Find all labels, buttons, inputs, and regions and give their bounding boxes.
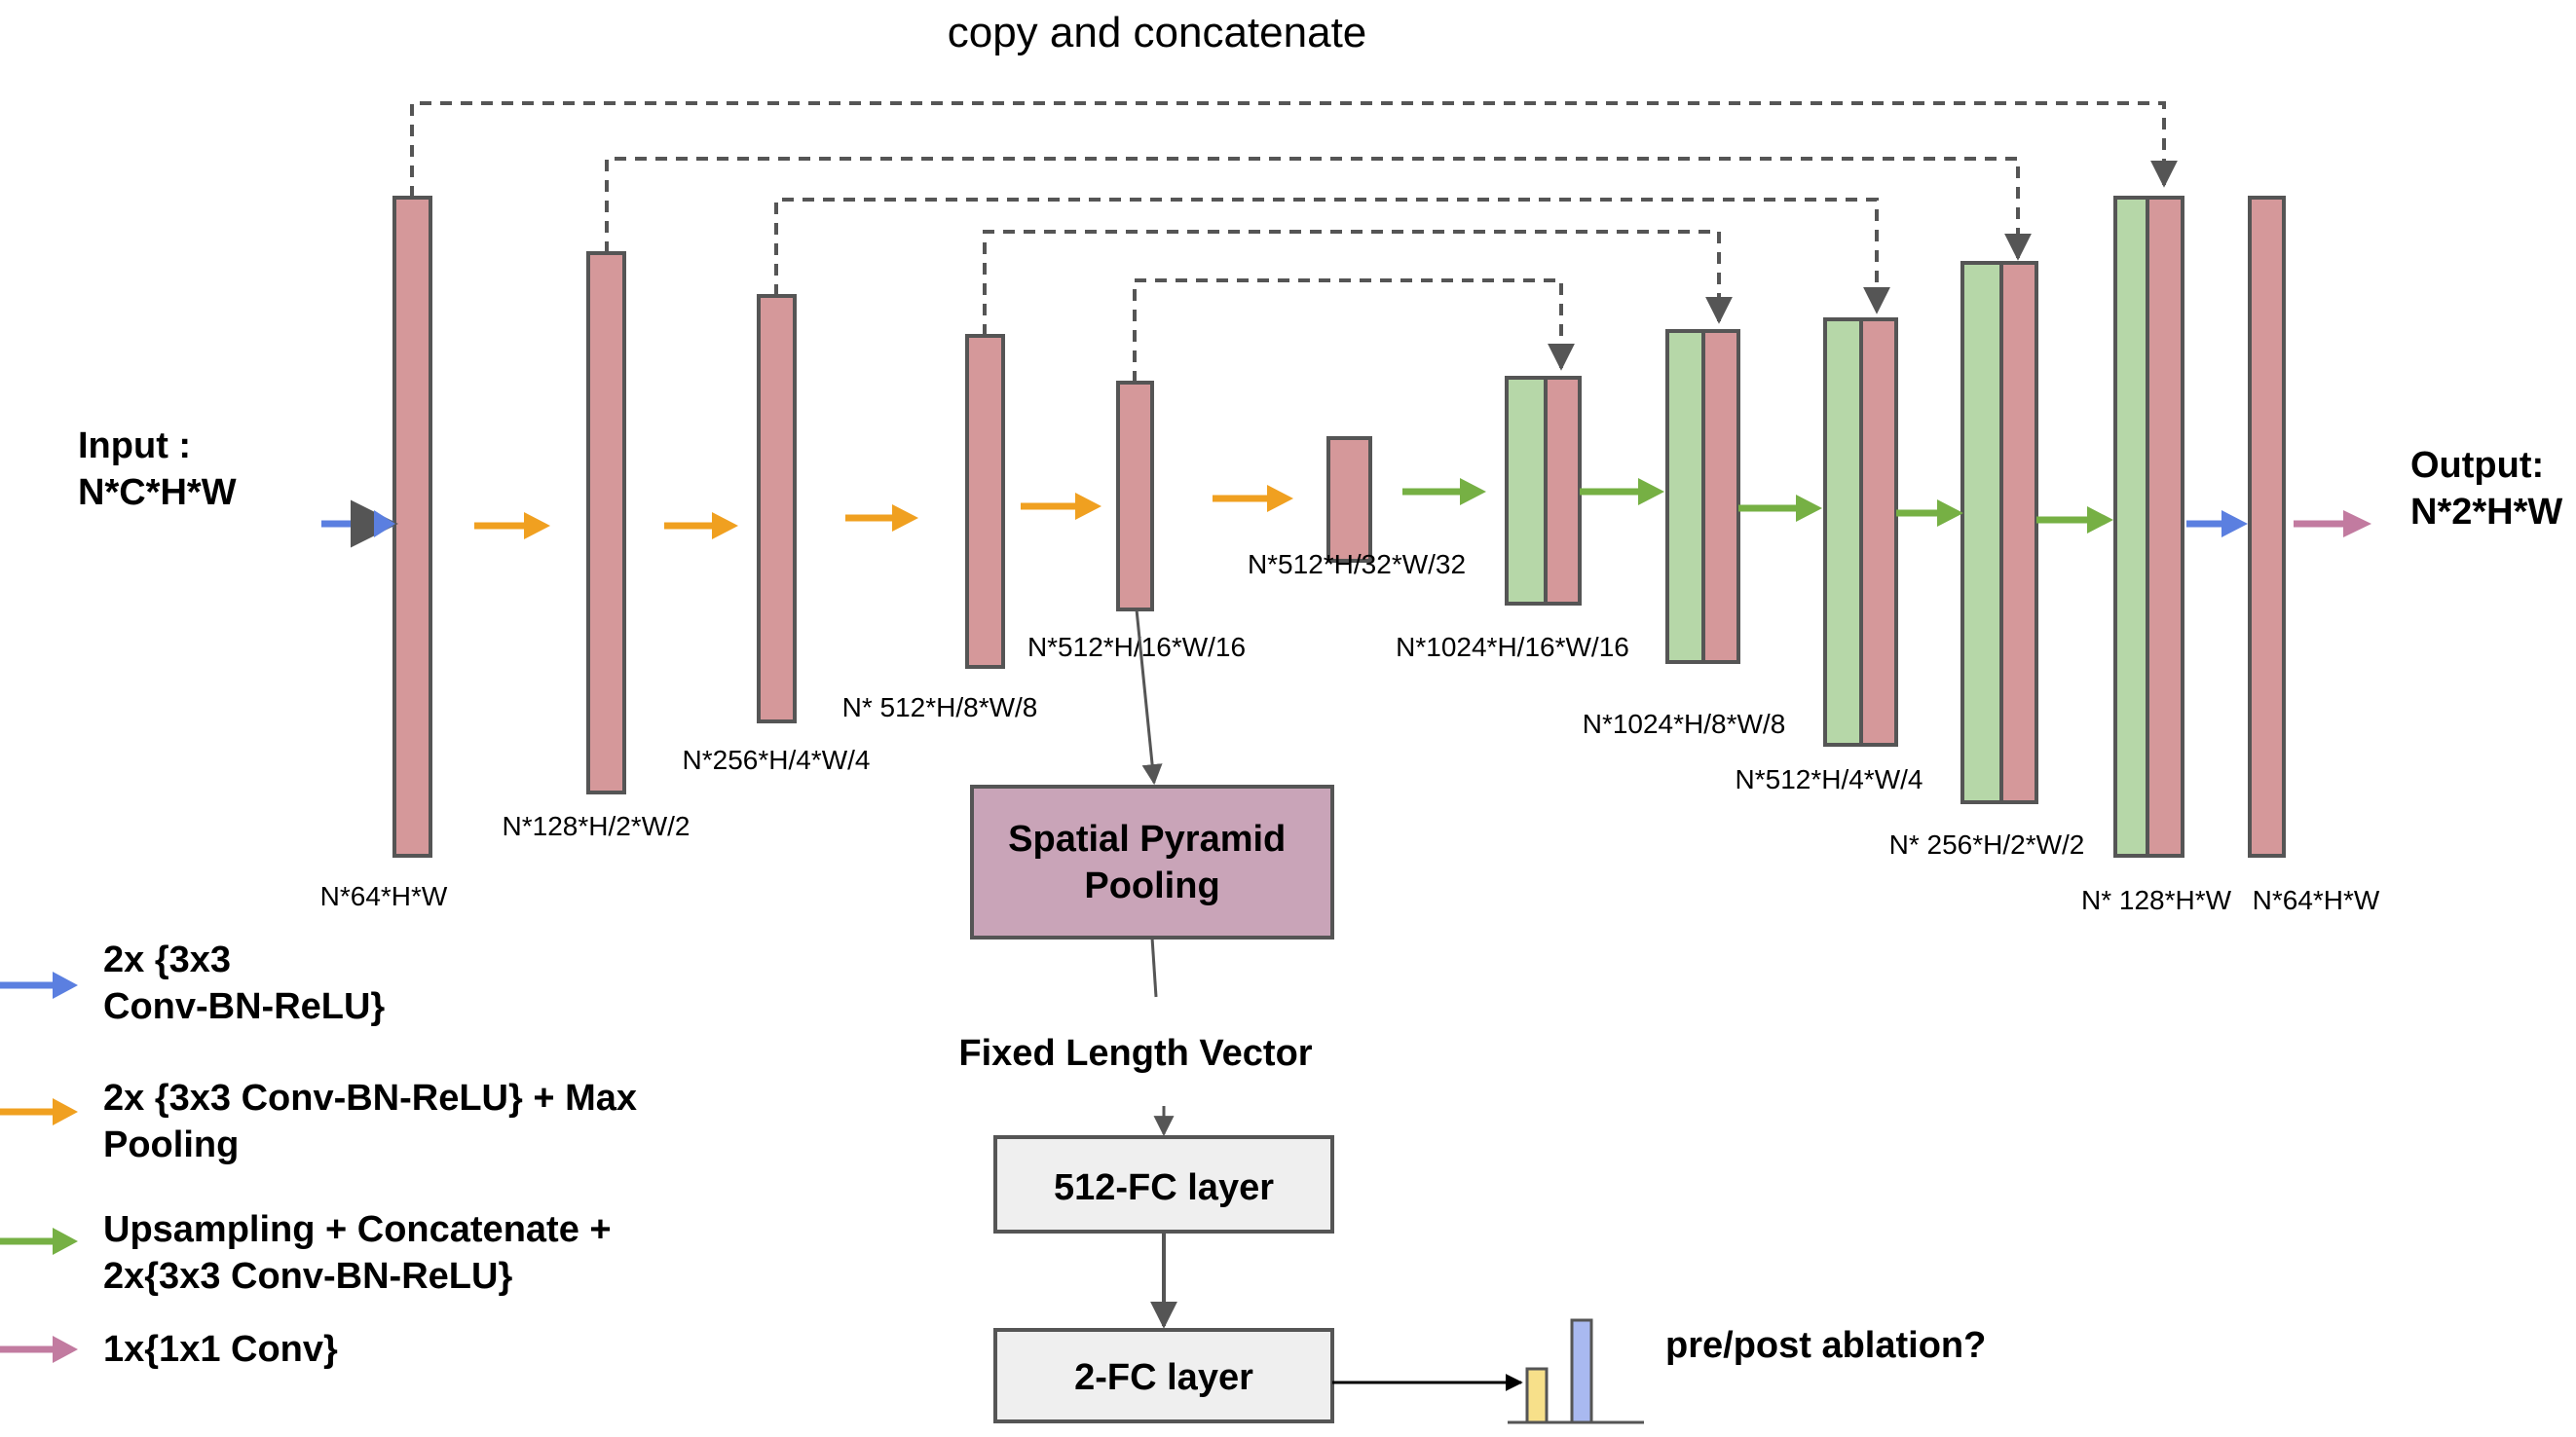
legend-text-upsample: Upsampling + Concatenate + 2x{3x3 Conv-B…	[103, 1209, 621, 1297]
arrow-pool-2-head	[712, 512, 738, 539]
arrow-to-spp	[1135, 608, 1163, 786]
decoder-5-pink	[2146, 196, 2184, 858]
legend-arrow-purple	[53, 1336, 78, 1363]
vector-label: Fixed Length Vector	[958, 1033, 1312, 1074]
legend-item-pool: 2x {3x3 Conv-BN-ReLU} + Max Pooling	[0, 1078, 648, 1165]
decoder-1-green	[1505, 376, 1548, 606]
arrow-up-1-head	[1460, 478, 1486, 505]
dim-enc1: N*64*H*W	[320, 881, 448, 911]
encoder-block-5	[1116, 381, 1154, 611]
output-bar-plot: pre/post ablation?	[1508, 1318, 1986, 1424]
dim-enc4: N* 512*H/8*W/8	[842, 692, 1038, 722]
legend-item-conv: 2x {3x3 Conv-BN-ReLU}	[0, 940, 385, 1027]
legend-arrow-blue	[53, 972, 78, 999]
fc2-box	[993, 1328, 1334, 1423]
skip-connection-2	[605, 157, 2032, 261]
spp-branch: Spatial Pyramid Pooling Fixed Length Vec…	[958, 608, 1523, 1423]
decoder-3-pink	[1859, 317, 1898, 747]
copy-concatenate-title: copy and concatenate	[948, 9, 1367, 56]
arrow-input-blue-head	[374, 510, 395, 537]
skip-connection-1	[410, 101, 2178, 198]
arrow-conv-blue-2-head	[2221, 510, 2248, 537]
legend-text-conv: 2x {3x3 Conv-BN-ReLU}	[103, 940, 385, 1027]
arrow-final-conv-head	[2343, 510, 2371, 537]
arrow-pool-1-head	[524, 512, 550, 539]
dim-dec5: N* 128*H*W	[2081, 885, 2232, 915]
dim-final: N*64*H*W	[2253, 885, 2380, 915]
bottleneck-block	[1326, 436, 1372, 563]
question-label: pre/post ablation?	[1665, 1325, 1986, 1366]
dim-bottleneck: N*512*H/32*W/32	[1248, 549, 1466, 579]
spp-to-vector-line	[1150, 937, 1158, 998]
output-bar-blue	[1570, 1318, 1593, 1424]
skip-connections	[410, 101, 2178, 383]
arrow-up-3-head	[1796, 495, 1822, 522]
decoder-1-pink	[1544, 376, 1582, 606]
encoder-block-1	[392, 196, 432, 858]
dim-dec4: N* 256*H/2*W/2	[1889, 829, 2085, 860]
decoder-3-green	[1823, 317, 1863, 747]
arrow-up-2-head	[1638, 478, 1664, 505]
skip-connection-4	[983, 230, 1733, 336]
dim-enc2: N*128*H/2*W/2	[503, 811, 691, 841]
arrow-up-5-head	[2087, 506, 2113, 534]
arrow-up-4-head	[1937, 499, 1963, 527]
skip-connection-3	[774, 198, 1890, 314]
legend: 2x {3x3 Conv-BN-ReLU} 2x {3x3 Conv-BN-Re…	[0, 940, 648, 1370]
arrow-pool-4-head	[1075, 493, 1101, 520]
encoder-block-2	[586, 251, 626, 794]
input-label: Input : N*C*H*W	[78, 425, 237, 513]
legend-item-1x1: 1x{1x1 Conv}	[0, 1329, 338, 1370]
decoder-4-green	[1960, 261, 2003, 804]
decoder	[1505, 196, 2286, 858]
flow-arrows	[321, 478, 2371, 548]
legend-arrow-green	[53, 1228, 78, 1255]
skip-connection-5	[1133, 278, 1575, 383]
encoder-block-3	[757, 294, 797, 723]
arrow-pool-5-head	[1267, 485, 1293, 512]
dim-enc3: N*256*H/4*W/4	[683, 745, 871, 775]
encoder	[392, 196, 1372, 858]
dim-dec3: N*512*H/4*W/4	[1736, 764, 1923, 794]
decoder-5-green	[2113, 196, 2149, 858]
final-block	[2248, 196, 2286, 858]
legend-item-upsample: Upsampling + Concatenate + 2x{3x3 Conv-B…	[0, 1209, 621, 1297]
dim-dec2: N*1024*H/8*W/8	[1583, 709, 1786, 739]
output-label: Output: N*2*H*W	[2410, 445, 2562, 533]
dimension-labels: N*64*H*W N*128*H/2*W/2 N*256*H/4*W/4 N* …	[320, 549, 2380, 915]
legend-text-1x1: 1x{1x1 Conv}	[103, 1329, 338, 1370]
spp-box	[970, 785, 1334, 940]
fc2-label: 2-FC layer	[1074, 1357, 1253, 1398]
legend-arrow-orange	[53, 1098, 78, 1125]
spp-label: Spatial Pyramid Pooling	[1008, 819, 1296, 906]
decoder-4-pink	[1999, 261, 2038, 804]
arrow-pool-3-head	[892, 504, 918, 532]
encoder-block-4	[965, 334, 1005, 669]
dim-enc5: N*512*H/16*W/16	[1027, 632, 1246, 662]
decoder-2-green	[1665, 329, 1705, 664]
dim-dec1: N*1024*H/16*W/16	[1396, 632, 1629, 662]
decoder-2-pink	[1701, 329, 1740, 664]
fc1-label: 512-FC layer	[1054, 1167, 1274, 1208]
legend-text-pool: 2x {3x3 Conv-BN-ReLU} + Max Pooling	[103, 1078, 648, 1165]
output-bar-yellow	[1525, 1367, 1549, 1424]
